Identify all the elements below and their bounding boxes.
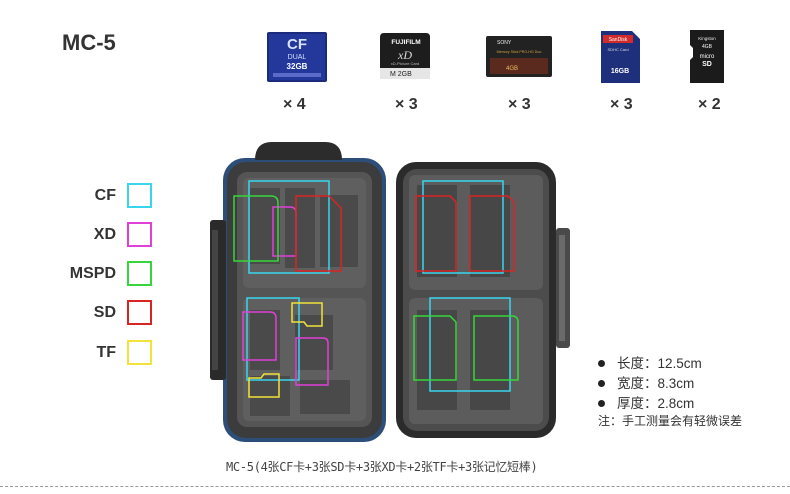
- spec-thickness: 厚度：2.8cm: [598, 392, 694, 412]
- svg-text:FUJIFILM: FUJIFILM: [391, 39, 420, 46]
- mspd-card-image: SONY Memory Stick PRO-HG Duo 4GB: [486, 36, 552, 77]
- legend-swatch-tf: [127, 340, 152, 365]
- svg-text:SD: SD: [702, 61, 712, 68]
- measurement-note: 注：手工测量会有轻微误差: [598, 414, 743, 428]
- svg-text:xD: xD: [397, 48, 412, 62]
- svg-text:Memory Stick PRO-HG Duo: Memory Stick PRO-HG Duo: [497, 50, 542, 54]
- legend-label-xd: XD: [93, 226, 116, 243]
- legend-label-sd: SD: [93, 304, 116, 321]
- tf-card-image: Kingston 4GB micro SD: [690, 30, 724, 83]
- svg-text:16GB: 16GB: [611, 68, 629, 75]
- svg-text:xD-Picture Card: xD-Picture Card: [391, 61, 419, 66]
- svg-text:M 2GB: M 2GB: [390, 71, 412, 78]
- svg-text:4GB: 4GB: [506, 66, 518, 72]
- cf-count: × 4: [283, 96, 306, 113]
- dashed-divider: [0, 486, 790, 487]
- spec-width: 宽度：8.3cm: [598, 372, 694, 392]
- legend-swatch-cf: [127, 183, 152, 208]
- product-caption: MC-5(4张CF卡+3张SD卡+3张XD卡+2张TF卡+3张记忆短棒): [226, 460, 538, 474]
- svg-text:SDHC Card: SDHC Card: [607, 47, 628, 52]
- xd-card-image: FUJIFILM xD xD-Picture Card M 2GB: [380, 33, 430, 79]
- spec-length: 长度：12.5cm: [598, 352, 702, 372]
- svg-text:32GB: 32GB: [287, 62, 308, 71]
- svg-text:4GB: 4GB: [702, 44, 713, 50]
- cf-card-image: CF DUAL 32GB: [267, 32, 327, 82]
- legend-label-mspd: MSPD: [69, 265, 116, 282]
- mspd-count: × 3: [508, 96, 531, 113]
- legend-swatch-sd: [127, 300, 152, 325]
- sd-count: × 3: [610, 96, 633, 113]
- svg-text:DUAL: DUAL: [288, 54, 307, 61]
- legend-swatch-xd: [127, 222, 152, 247]
- legend-label-tf: TF: [96, 344, 116, 361]
- legend-swatch-mspd: [127, 261, 152, 286]
- legend-label-cf: CF: [94, 187, 116, 204]
- model-title: MC-5: [62, 30, 116, 55]
- sd-card-image: SanDisk SDHC Card 16GB: [601, 31, 640, 83]
- svg-text:Kingston: Kingston: [698, 36, 716, 41]
- svg-text:SanDisk: SanDisk: [609, 37, 628, 43]
- svg-text:SONY: SONY: [497, 40, 512, 46]
- svg-text:CF: CF: [287, 36, 307, 53]
- svg-text:micro: micro: [700, 54, 715, 60]
- tf-count: × 2: [698, 96, 721, 113]
- xd-count: × 3: [395, 96, 418, 113]
- memory-card-case-image: [210, 140, 575, 445]
